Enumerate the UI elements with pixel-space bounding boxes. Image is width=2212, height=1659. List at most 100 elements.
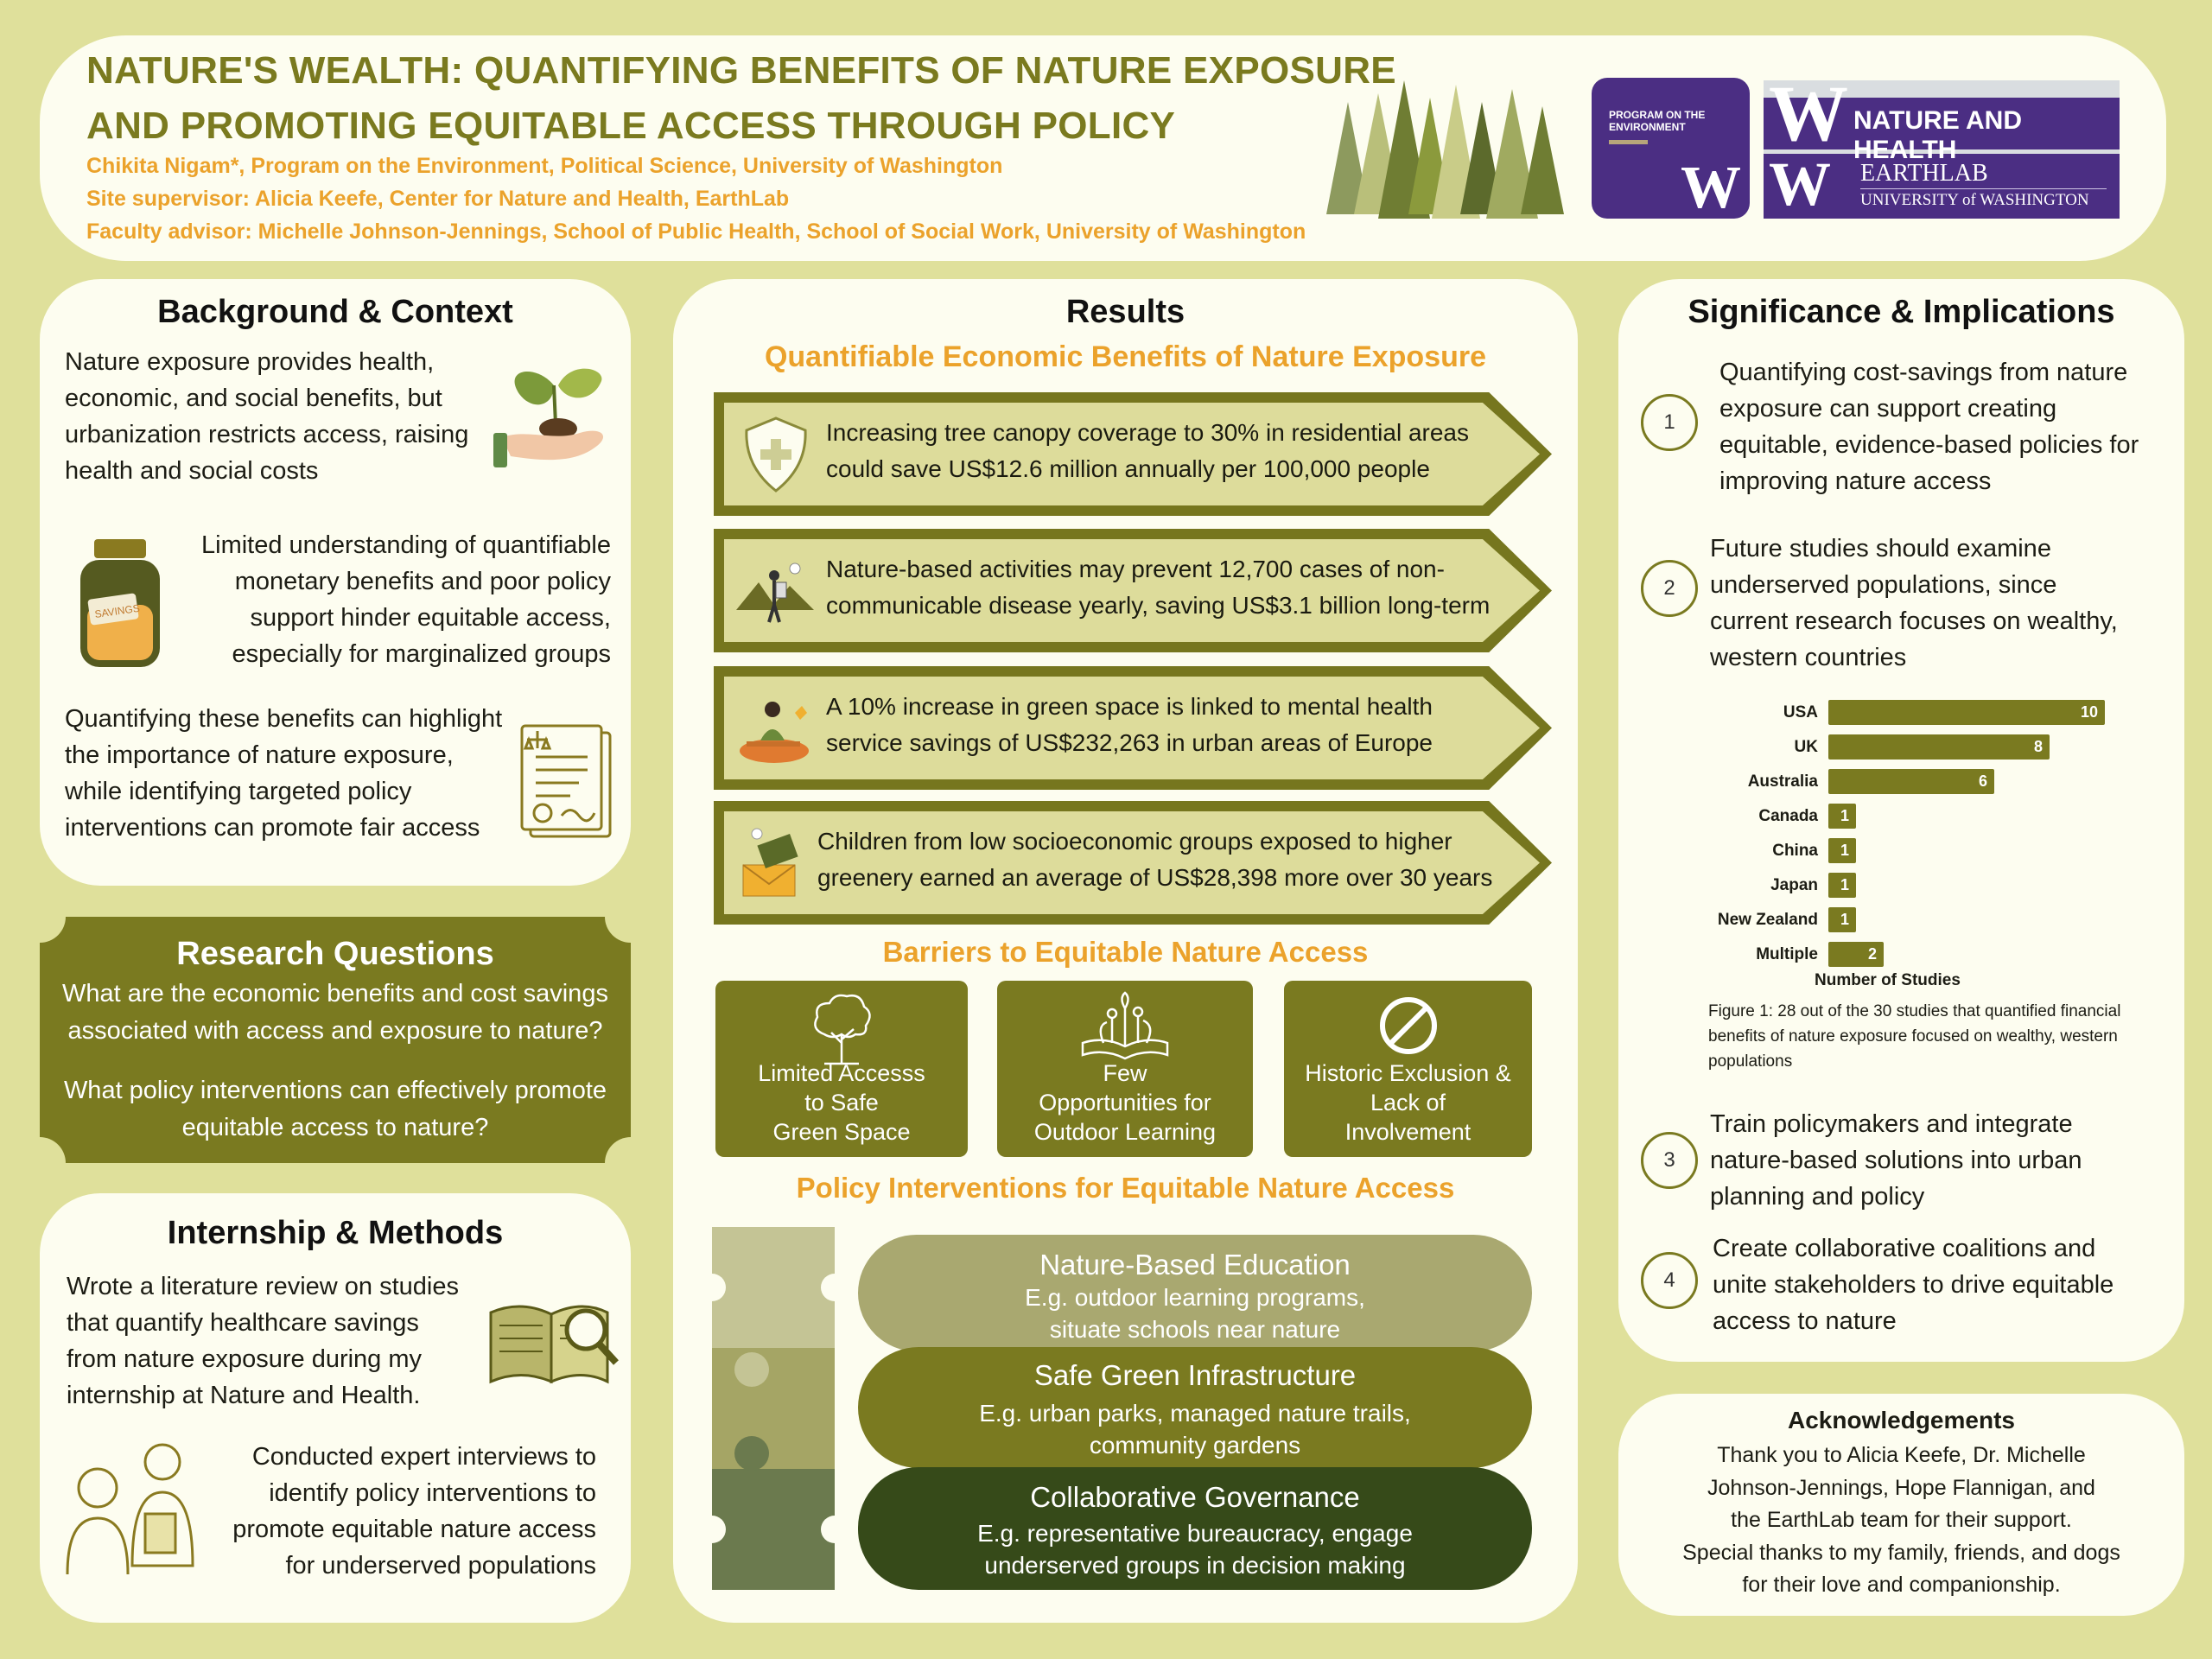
book-with-plants-icon	[1081, 991, 1169, 1060]
figure-caption: Figure 1: 28 out of the 30 studies that …	[1708, 1002, 2121, 1071]
meditation-person-icon	[740, 702, 809, 763]
acknowledgements-title: Acknowledgements	[1788, 1407, 2015, 1433]
chart-value-label: 2	[1867, 945, 1877, 963]
chart-category-label: UK	[1794, 738, 1818, 756]
interview-people-icon	[66, 1443, 194, 1575]
chart-category-label: Canada	[1758, 807, 1818, 825]
open-book-magnifier-icon	[489, 1305, 619, 1384]
acknowledgements-panel	[1618, 1394, 2184, 1616]
chart-value-label: 8	[2033, 738, 2043, 755]
prohibited-icon	[1379, 997, 1437, 1054]
chart-bar	[1828, 873, 1856, 898]
finding-card-2: Nature-based activities may prevent 12,7…	[714, 529, 1552, 652]
chart-bar	[1828, 942, 1884, 967]
significance-item-3: Train policymakers and integrate nature-…	[1710, 1110, 2082, 1211]
item-number-4: 4	[1641, 1252, 1698, 1309]
policy-title-2: Safe Green Infrastructure	[1033, 1359, 1357, 1391]
policy-desc-2: E.g. urban parks, managed nature trails,…	[979, 1400, 1411, 1459]
results-subtitle: Quantifiable Economic Benefits of Nature…	[764, 340, 1487, 373]
background-paragraph-3: Quantifying these benefits can highlight…	[65, 705, 503, 842]
barrier-label-1: Limited Accesss to Safe Green Space	[758, 1060, 925, 1145]
nature-and-health-earthlab-logo: W NATURE AND HEALTH W EARTHLAB UNIVERSIT…	[1764, 73, 2120, 219]
supervisor-line: Site supervisor: Alicia Keefe, Center fo…	[86, 187, 790, 211]
background-title: Background & Context	[157, 294, 513, 330]
program-on-the-environment-logo: PROGRAM ON THE ENVIRONMENT W	[1592, 78, 1750, 219]
chart-category-label: Japan	[1770, 876, 1818, 894]
finding-text-2: Nature-based activities may prevent 12,7…	[826, 556, 1491, 619]
chart-value-label: 1	[1840, 911, 1849, 928]
research-question-1: What are the economic benefits and cost …	[62, 980, 608, 1045]
author-line: Chikita Nigam*, Program on the Environme…	[86, 154, 1003, 178]
poster-title: NATURE'S WEALTH: QUANTIFYING BENEFITS OF…	[86, 49, 1396, 147]
chart-x-axis-label: Number of Studies	[1815, 971, 1961, 989]
chart-bar	[1828, 804, 1856, 829]
item-number-3: 3	[1641, 1132, 1698, 1189]
barrier-label-3: Historic Exclusion & Lack of Involvement	[1305, 1060, 1511, 1145]
policy-title-1: Nature-Based Education	[1039, 1249, 1351, 1281]
methods-paragraph-1: Wrote a literature review on studies tha…	[67, 1273, 460, 1409]
background-paragraph-2: Limited understanding of quantifiable mo…	[201, 531, 611, 668]
chart-bar	[1828, 700, 2105, 725]
policy-document-icon	[520, 724, 612, 838]
barrier-few-opportunities: Few Opportunities for Outdoor Learning	[997, 981, 1253, 1157]
research-questions-panel: Research Questions What are the economic…	[40, 917, 631, 1163]
policy-desc-3: E.g. representative bureaucracy, engage …	[977, 1520, 1413, 1579]
chart-category-label: Multiple	[1756, 945, 1818, 963]
barriers-title: Barriers to Equitable Nature Access	[882, 936, 1369, 968]
finding-card-3: A 10% increase in green space is linked …	[714, 666, 1552, 790]
tree-icon	[814, 994, 871, 1065]
policy-nature-based-education: Nature-Based Education E.g. outdoor lear…	[858, 1235, 1532, 1351]
significance-item-4: Create collaborative coalitions and unit…	[1713, 1235, 2114, 1335]
chart-value-label: 1	[1840, 842, 1849, 859]
methods-paragraph-2: Conducted expert interviews to identify …	[232, 1443, 596, 1580]
finding-text-3: A 10% increase in green space is linked …	[826, 693, 1433, 756]
significance-item-2: Future studies should examine underserve…	[1710, 535, 2118, 671]
chart-bar	[1828, 769, 1994, 794]
advisor-line: Faculty advisor: Michelle Johnson-Jennin…	[86, 219, 1306, 244]
significance-item-1: Quantifying cost-savings from nature exp…	[1719, 359, 2139, 495]
policy-title: Policy Interventions for Equitable Natur…	[796, 1172, 1455, 1204]
chart-bar	[1828, 838, 1856, 863]
policy-collaborative-governance: Collaborative Governance E.g. representa…	[858, 1467, 1532, 1590]
chart-value-label: 6	[1978, 772, 1987, 790]
nature-and-health-text: NATURE AND HEALTH	[1853, 106, 2022, 164]
background-paragraph-1: Nature exposure provides health, economi…	[65, 348, 469, 485]
chart-value-label: 10	[2080, 703, 2098, 721]
uw-text: UNIVERSITY of WASHINGTON	[1860, 191, 2089, 209]
money-envelope-icon	[742, 828, 798, 897]
significance-title: Significance & Implications	[1688, 294, 2115, 330]
finding-card-1: Increasing tree canopy coverage to 30% i…	[714, 392, 1552, 516]
barrier-limited-access: Limited Accesss to Safe Green Space	[715, 981, 968, 1157]
chart-value-label: 1	[1840, 807, 1849, 824]
policy-safe-green-infrastructure: Safe Green Infrastructure E.g. urban par…	[858, 1347, 1532, 1468]
finding-text-4: Children from low socioeconomic groups e…	[817, 828, 1493, 891]
hand-with-plant-icon	[493, 368, 604, 467]
finding-card-4: Children from low socioeconomic groups e…	[714, 801, 1552, 925]
policy-title-3: Collaborative Governance	[1030, 1481, 1360, 1513]
pine-trees-icon	[1326, 80, 1564, 219]
significance-panel	[1618, 279, 2184, 1362]
barrier-label-2: Few Opportunities for Outdoor Learning	[1033, 1060, 1217, 1145]
chart-category-label: USA	[1783, 703, 1818, 721]
item-number-2: 2	[1641, 560, 1698, 617]
methods-title: Internship & Methods	[167, 1215, 504, 1251]
chart-category-label: China	[1772, 842, 1818, 860]
chart-bar	[1828, 734, 2050, 760]
puzzle-pieces-icon	[712, 1227, 835, 1590]
poe-logo-text: PROGRAM ON THE ENVIRONMENT	[1609, 109, 1706, 133]
earthlab-text: EARTHLAB	[1860, 160, 1988, 187]
barrier-historic-exclusion: Historic Exclusion & Lack of Involvement	[1284, 981, 1532, 1157]
finding-text-1: Increasing tree canopy coverage to 30% i…	[826, 419, 1469, 482]
policy-desc-1: E.g. outdoor learning programs, situate …	[1025, 1284, 1365, 1343]
hiker-mountains-icon	[736, 563, 814, 623]
chart-category-label: Australia	[1747, 772, 1818, 791]
item-number-1: 1	[1641, 394, 1698, 451]
savings-jar-icon: SAVINGS	[80, 539, 160, 667]
research-questions-title: Research Questions	[176, 936, 494, 972]
research-question-2: What policy interventions can effectivel…	[63, 1077, 607, 1141]
health-shield-icon	[745, 416, 807, 493]
acknowledgements-text: Thank you to Alicia Keefe, Dr. Michelle …	[1682, 1443, 2120, 1597]
chart-value-label: 1	[1840, 876, 1849, 893]
results-title: Results	[1065, 294, 1185, 330]
